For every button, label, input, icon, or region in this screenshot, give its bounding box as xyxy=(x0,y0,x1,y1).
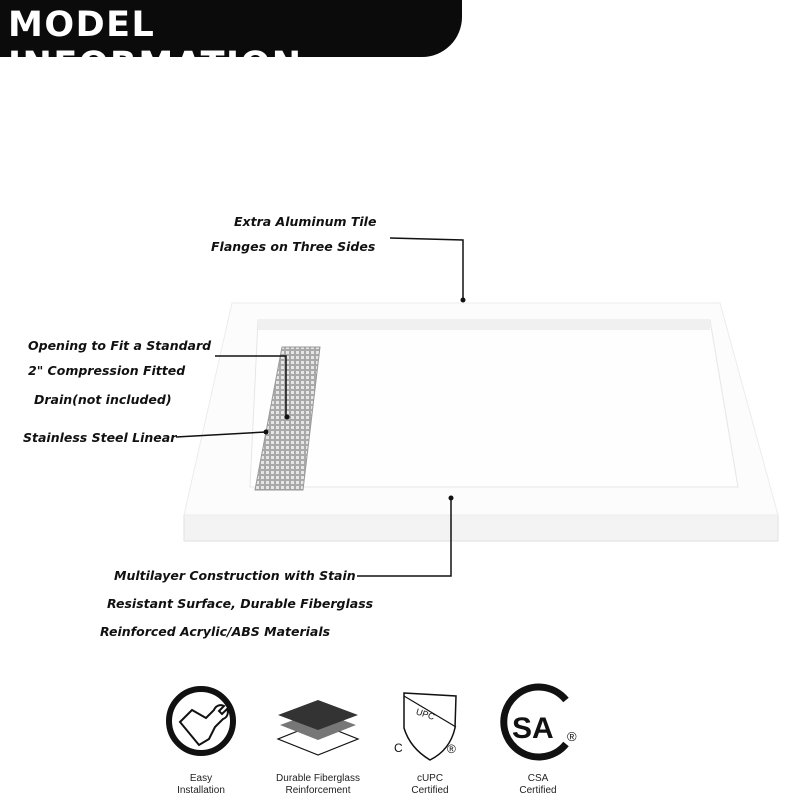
title-banner: MODEL INFORMATION xyxy=(0,0,462,85)
construction-callout-2: Resistant Surface, Durable Fiberglass xyxy=(107,596,374,611)
construction-callout-3: Reinforced Acrylic/ABS Materials xyxy=(100,624,331,639)
svg-text:®: ® xyxy=(447,742,456,756)
opening-callout-1: Opening to Fit a Standard xyxy=(28,338,212,353)
svg-text:®: ® xyxy=(567,729,577,744)
page-title: MODEL INFORMATION xyxy=(8,5,303,85)
tray-front-face xyxy=(183,514,779,542)
drain-callout: Stainless Steel Linear xyxy=(23,430,177,445)
csa-logo-icon: SA ® xyxy=(500,683,577,761)
layers-icon xyxy=(276,700,360,756)
tile-flange xyxy=(258,320,710,330)
svg-text:C: C xyxy=(394,741,403,755)
construction-callout-1: Multilayer Construction with Stain xyxy=(114,568,356,583)
upc-shield-icon: UPC C ® xyxy=(394,692,457,761)
opening-callout-3: Drain(not included) xyxy=(34,392,172,407)
opening-callout-2: 2" Compression Fitted xyxy=(28,363,186,378)
tray-basin xyxy=(249,319,739,488)
csa-logo-text: SA xyxy=(512,712,554,745)
flange-callout-1: Extra Aluminum Tile xyxy=(234,214,377,229)
handshake-wrench-icon xyxy=(166,686,236,756)
flange-callout-2: Flanges on Three Sides xyxy=(211,239,376,254)
callout-lines xyxy=(175,237,464,577)
